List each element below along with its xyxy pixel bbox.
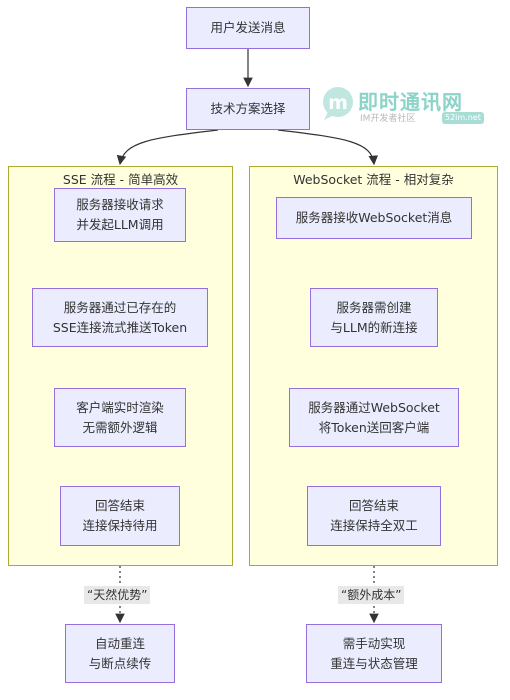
node-ws-receive-message: 服务器接收WebSocket消息 (276, 197, 472, 239)
node-sse-auto-reconnect: 自动重连 与断点续传 (65, 624, 175, 683)
node-ws-create-llm-connection: 服务器需创建 与LLM的新连接 (310, 288, 438, 347)
speech-bubble-logo-icon: m (323, 87, 353, 120)
watermark-sub: IM开发者社区 (360, 114, 416, 124)
node-sse-receive-request: 服务器接收请求 并发起LLM调用 (54, 188, 186, 242)
node-tech-choice: 技术方案选择 (186, 88, 310, 130)
edge-choose-ws (277, 129, 379, 166)
cluster-sse-title: SSE 流程 - 简单高效 (62, 172, 179, 187)
node-ws-send-tokens: 服务器通过WebSocket 将Token送回客户端 (289, 388, 459, 447)
edge-label-sse: “天然优势” (84, 586, 151, 604)
svg-text:m: m (328, 92, 348, 114)
edge-choose-sse (116, 129, 219, 166)
node-sse-stream-tokens: 服务器通过已存在的 SSE连接流式推送Token (32, 288, 208, 347)
node-ws-manual-reconnect: 需手动实现 重连与状态管理 (306, 624, 442, 683)
node-sse-client-render: 客户端实时渲染 无需额外逻辑 (54, 388, 186, 447)
node-sse-answer-end: 回答结束 连接保持待用 (60, 486, 180, 546)
edge-label-websocket: “额外成本” (338, 586, 405, 604)
node-user-sends-message: 用户发送消息 (186, 7, 310, 49)
watermark-logo: m 即时通讯网 IM开发者社区 52im.net (318, 82, 503, 128)
node-ws-answer-end: 回答结束 连接保持全双工 (307, 486, 441, 546)
cluster-websocket-title: WebSocket 流程 - 相对复杂 (293, 172, 454, 187)
watermark-badge: 52im.net (442, 112, 484, 124)
watermark-name: 即时通讯网 (358, 90, 463, 114)
